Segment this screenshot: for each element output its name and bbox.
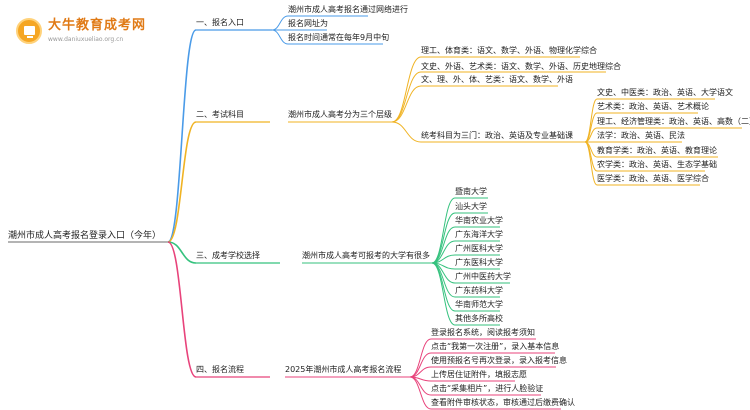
connector-9: [271, 29, 289, 45]
b4-item-2: 点击“我第一次注册”，录入基本信息: [431, 342, 560, 351]
b2-item-3: 文、理、外、体、艺类：语文、数学、外语: [421, 75, 573, 84]
branch-2-label: 二、考试科目: [196, 110, 244, 119]
b1-item-1: 潮州市成人高考报名通过网络进行: [288, 5, 408, 14]
connector-16: [391, 71, 422, 123]
b2-item-4: 统考科目为三门：政治、英语及专业基础课: [421, 131, 573, 140]
b3-item-6: 广东医科大学: [455, 258, 503, 267]
connector-15: [391, 56, 422, 123]
b3-item-2: 汕头大学: [455, 202, 487, 211]
connector-61: [409, 338, 432, 378]
connector-5: [167, 241, 197, 378]
b2-leaf-1: 文史、中医类：政治、英语、大学语文: [597, 88, 733, 97]
b4-item-5: 点击“采集相片”，进行人脸验证: [431, 384, 544, 393]
connector-41: [431, 226, 456, 264]
b4-sub: 2025年潮州市成人高考报名流程: [285, 365, 402, 374]
b1-item-3: 报名时间通常在每年9月中旬: [288, 33, 390, 42]
connector-2: [167, 29, 197, 243]
connector-39: [431, 197, 456, 264]
b2-leaf-4: 法学：政治、英语、民法: [597, 131, 685, 140]
connector-29: [584, 141, 598, 186]
site-logo[interactable]: 大牛教育成考网 www.daniuxueliao.org.cn: [16, 17, 164, 51]
b3-item-1: 暨南大学: [455, 187, 487, 196]
b2-item-1: 理工、体育类：语文、数学、外语、物理化学综合: [421, 46, 597, 55]
branch-4-label: 四、报名流程: [196, 365, 244, 374]
connector-18: [391, 121, 422, 143]
branch-3-label: 三、成考学校选择: [196, 251, 260, 260]
b2-leaf-7: 医学类：政治、英语、医学综合: [597, 174, 709, 183]
logo-url: www.daniuxueliao.org.cn: [48, 36, 124, 43]
connector-48: [431, 262, 456, 326]
b4-item-1: 登录报名系统，阅读报考须知: [431, 328, 535, 337]
b3-sub: 潮州市成人高考可报考的大学有很多: [302, 251, 430, 260]
connector-4: [167, 241, 197, 264]
b2-leaf-3: 理工、经济管理类：政治、英语、高数（二）: [597, 117, 750, 126]
connector-66: [409, 376, 432, 410]
b3-item-9: 华南师范大学: [455, 300, 503, 309]
connector-3: [167, 121, 197, 243]
b2-leaf-2: 艺术类：政治、英语、艺术概论: [597, 102, 709, 111]
b3-item-8: 广东药科大学: [455, 286, 503, 295]
b4-item-4: 上传居住证附件，填报志愿: [431, 370, 527, 379]
book-icon: [16, 18, 42, 44]
b3-item-7: 广州中医药大学: [455, 272, 511, 281]
root-topic: 潮州市成人高考报名登录入口（今年）: [8, 231, 162, 241]
b2-item-2: 文史、外语、艺术类：语文、数学、外语、历史地理综合: [421, 62, 621, 71]
b2-leaf-5: 教育学类：政治、英语、教育理论: [597, 146, 717, 155]
b4-item-3: 使用预报名号再次登录，录入报考信息: [431, 356, 567, 365]
b1-item-2: 报名网址为: [288, 19, 328, 28]
connector-7: [271, 15, 289, 31]
branch-1-label: 一、报名入口: [196, 18, 244, 27]
b2-leaf-6: 农学类：政治、英语、生态学基础: [597, 160, 717, 169]
b2-sub: 潮州市成人高考分为三个层级: [288, 110, 392, 119]
b3-item-5: 广州医科大学: [455, 244, 503, 253]
b4-item-6: 查看附件审核状态，审核通过后缴费确认: [431, 398, 575, 407]
b3-item-10: 其他多所高校: [455, 314, 503, 323]
b3-item-3: 华南农业大学: [455, 216, 503, 225]
connector-17: [391, 85, 422, 123]
connector-47: [431, 262, 456, 312]
logo-title: 大牛教育成考网: [48, 18, 147, 33]
b3-item-4: 广东海洋大学: [455, 230, 503, 239]
